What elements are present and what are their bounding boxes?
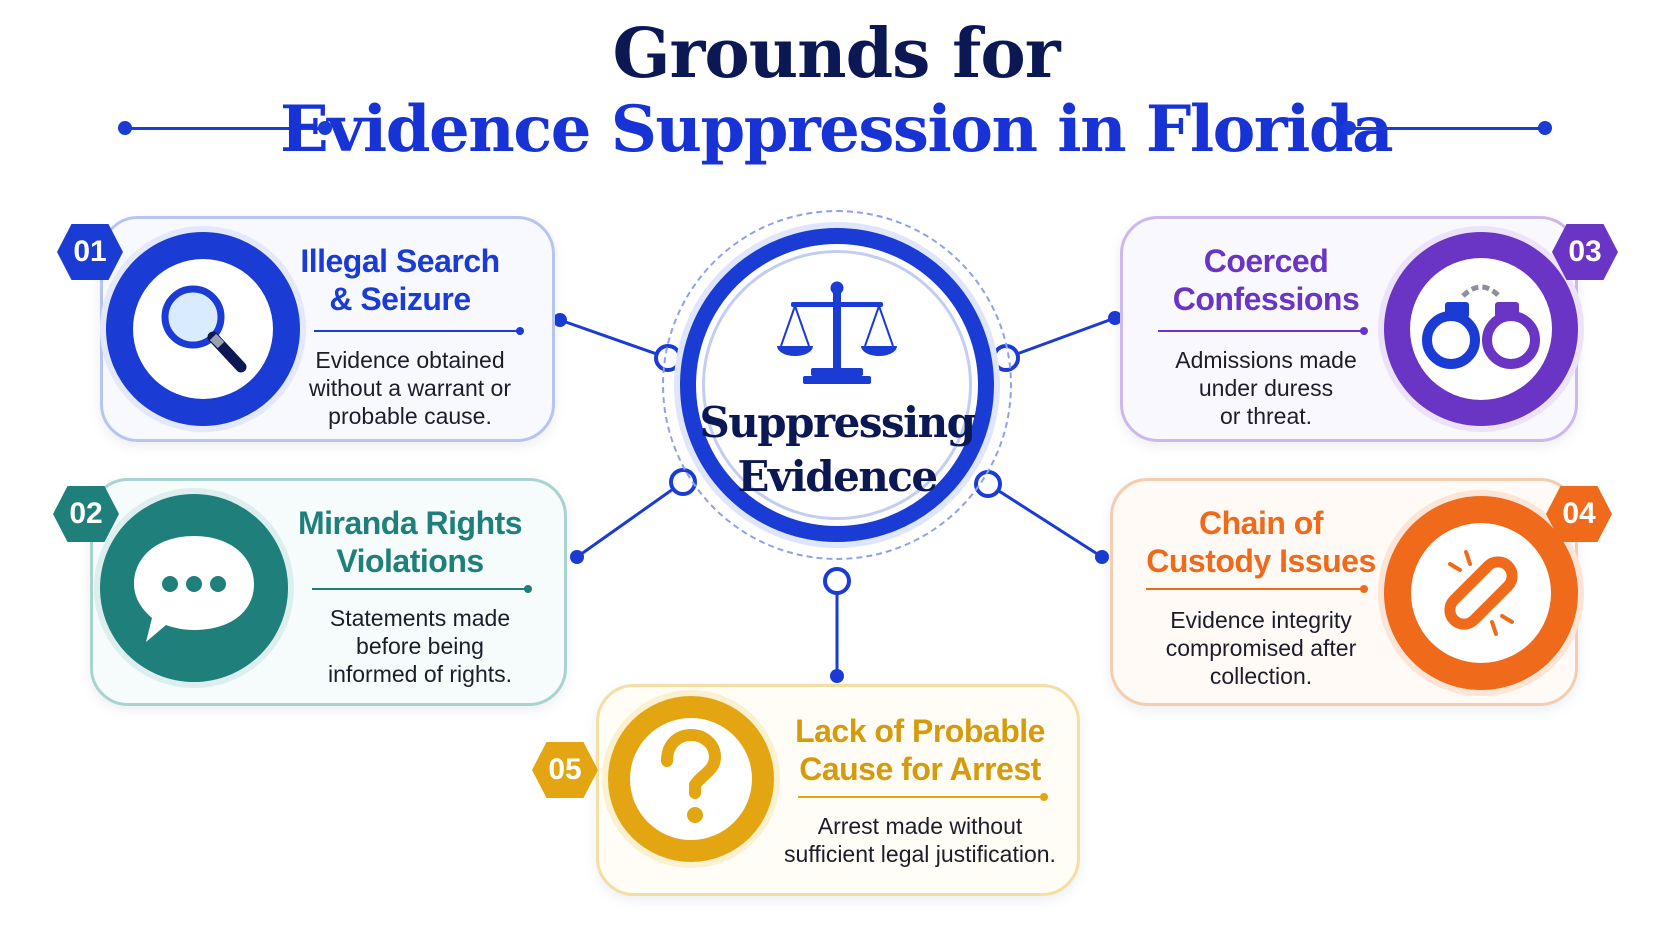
hub-node-05 (823, 567, 851, 595)
card-03-title-line2: Confessions (1172, 281, 1360, 317)
card-04-icon-ring (1384, 496, 1578, 690)
page-title-line2: Evidence Suppression in Florida (279, 92, 1394, 167)
card-04-desc-line1: Evidence integrity (1170, 607, 1352, 633)
card-04-desc-line2: compromised after (1165, 635, 1357, 661)
hub-inner-ring (702, 250, 972, 520)
card-03-rule (1158, 327, 1368, 335)
card-01-title-line2: & Seizure (329, 281, 471, 317)
card-02-icon-ring (100, 494, 288, 682)
question-mark-icon (661, 729, 722, 823)
handcuffs-icon (1422, 284, 1540, 369)
title-decor-line-left (124, 127, 324, 130)
card-05-title: Lack of Probable Cause for Arrest (790, 712, 1050, 788)
connector-01 (559, 318, 669, 360)
hub-label-line2: Evidence (737, 452, 938, 501)
card-05-title-line2: Cause for Arrest (799, 751, 1041, 787)
card-03-icon-ring (1384, 232, 1578, 426)
card-04-title: Chain of Custody Issues (1140, 504, 1382, 580)
card-05-number-badge: 05 (532, 742, 598, 798)
connector-end-03 (1108, 311, 1122, 325)
hub-label-line1: Suppressing (699, 398, 976, 447)
card-03-title-line1: Coerced (1203, 243, 1329, 279)
hub-dashed-ring (662, 210, 1012, 560)
card-03-number-badge: 03 (1552, 224, 1618, 280)
card-05-rule (798, 793, 1048, 801)
card-02-title-line2: Violations (336, 543, 484, 579)
card-04-number-badge: 04 (1546, 486, 1612, 542)
connector-02 (576, 480, 684, 559)
connector-end-05 (830, 669, 844, 683)
card-01-desc-line3: probable cause. (328, 403, 492, 429)
card-01-rule (314, 327, 524, 335)
connector-04 (987, 482, 1103, 559)
scales-of-justice-icon (777, 281, 897, 384)
card-05-icon-ring (608, 696, 774, 862)
card-02-desc-line1: Statements made (329, 605, 511, 631)
connector-end-04 (1095, 550, 1109, 564)
card-03-description: Admissions made under duress or threat. (1150, 346, 1382, 430)
card-03-desc-line3: or threat. (1219, 403, 1313, 429)
card-01-desc-line2: without a warrant or (309, 375, 511, 401)
card-01-title: Illegal Search & Seizure (290, 242, 510, 318)
hub-label: Suppressing Evidence (690, 396, 984, 504)
connector-03 (1005, 316, 1116, 360)
title-decor-line-right (1348, 127, 1544, 130)
speech-bubble-icon (134, 536, 254, 642)
card-02-description: Statements made before being informed of… (300, 604, 540, 688)
connector-end-01 (553, 313, 567, 327)
card-02-title: Miranda Rights Violations (290, 504, 530, 580)
card-03-desc-line1: Admissions made (1175, 347, 1357, 373)
card-01-icon-ring (106, 232, 300, 426)
card-05-title-line1: Lack of Probable (795, 713, 1045, 749)
card-03-desc-line2: under duress (1198, 375, 1334, 401)
card-04-description: Evidence integrity compromised after col… (1140, 606, 1382, 690)
card-04-title-line1: Chain of (1199, 505, 1323, 541)
card-04-desc-line3: collection. (1209, 663, 1313, 689)
card-05-desc-line1: Arrest made without (817, 813, 1023, 839)
card-05-description: Arrest made without sufficient legal jus… (770, 812, 1070, 868)
card-02-number-badge: 02 (53, 486, 119, 542)
magnifying-glass-icon (161, 285, 247, 373)
card-02-title-line1: Miranda Rights (297, 505, 523, 541)
card-01-title-line1: Illegal Search (300, 243, 500, 279)
card-01-desc-line1: Evidence obtained (315, 347, 505, 373)
connector-end-02 (570, 550, 584, 564)
title-decor-dot-right (1538, 121, 1552, 135)
card-03-title: Coerced Confessions (1150, 242, 1382, 318)
card-01-description: Evidence obtained without a warrant or p… (290, 346, 530, 430)
card-02-rule (312, 585, 532, 593)
card-01-number-badge: 01 (57, 224, 123, 280)
title-decor-dot-left-inner (318, 121, 332, 135)
card-05-desc-line2: sufficient legal justification. (784, 841, 1056, 867)
card-02-desc-line3: informed of rights. (327, 661, 513, 687)
card-04-title-line2: Custody Issues (1146, 543, 1376, 579)
broken-chain-icon (1444, 550, 1518, 636)
card-02-desc-line2: before being (356, 633, 484, 659)
page-title-line1: Grounds for (612, 14, 1060, 94)
card-04-rule (1146, 585, 1368, 593)
